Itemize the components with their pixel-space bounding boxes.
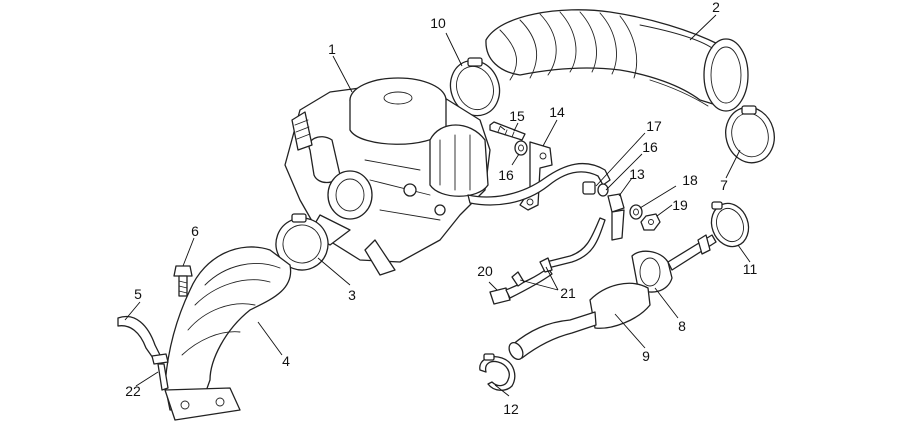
callout-1: 1 <box>328 41 336 57</box>
callout-6: 6 <box>191 223 199 239</box>
part-10-clamp <box>449 57 501 117</box>
part-18-washer <box>629 204 643 220</box>
part-16-washer-upper <box>514 140 528 156</box>
callout-16-upper: 16 <box>498 167 514 183</box>
callout-9: 9 <box>642 348 650 364</box>
callout-20: 20 <box>477 263 493 279</box>
part-19-nut <box>640 213 661 231</box>
callout-15: 15 <box>509 108 525 124</box>
part-9-resonator <box>508 282 651 361</box>
callout-2: 2 <box>712 0 720 15</box>
part-15-screw <box>489 121 526 141</box>
callout-22: 22 <box>125 383 141 399</box>
part-4-intake-manifold <box>164 246 292 421</box>
callout-11: 11 <box>743 261 758 277</box>
callout-13: 13 <box>629 166 645 182</box>
part-11-clamp <box>710 201 750 248</box>
callout-8: 8 <box>678 318 686 334</box>
part-1-carburetor <box>284 77 491 276</box>
part-2-air-duct <box>485 9 749 112</box>
part-12-clamp <box>479 353 516 391</box>
part-5-hose <box>117 315 161 359</box>
callout-7: 7 <box>720 177 728 193</box>
callout-4: 4 <box>282 353 290 369</box>
callout-21: 21 <box>560 285 576 301</box>
part-13-valve <box>545 193 625 269</box>
leader-lines <box>124 14 751 397</box>
part-21-clips <box>511 257 553 287</box>
part-8-silencer <box>631 234 717 293</box>
callout-16-lower: 16 <box>642 139 658 155</box>
part-16-washer-lower <box>597 183 609 197</box>
callout-10: 10 <box>430 15 446 31</box>
part-17-nut <box>582 181 596 195</box>
callout-18: 18 <box>682 172 698 188</box>
callout-5: 5 <box>134 286 142 302</box>
callout-19: 19 <box>672 197 688 213</box>
callout-14: 14 <box>549 104 565 120</box>
part-6-bolt <box>173 265 193 297</box>
part-3-clamp <box>275 213 329 271</box>
callout-12: 12 <box>503 401 519 417</box>
part-22-fitting <box>151 353 169 391</box>
callout-17: 17 <box>646 118 662 134</box>
part-7-clamp <box>725 105 775 164</box>
callout-3: 3 <box>348 287 356 303</box>
callout-labels: 1 2 3 4 5 6 7 8 9 10 11 12 13 14 15 16 1… <box>125 0 757 417</box>
fuel-line <box>467 162 611 206</box>
